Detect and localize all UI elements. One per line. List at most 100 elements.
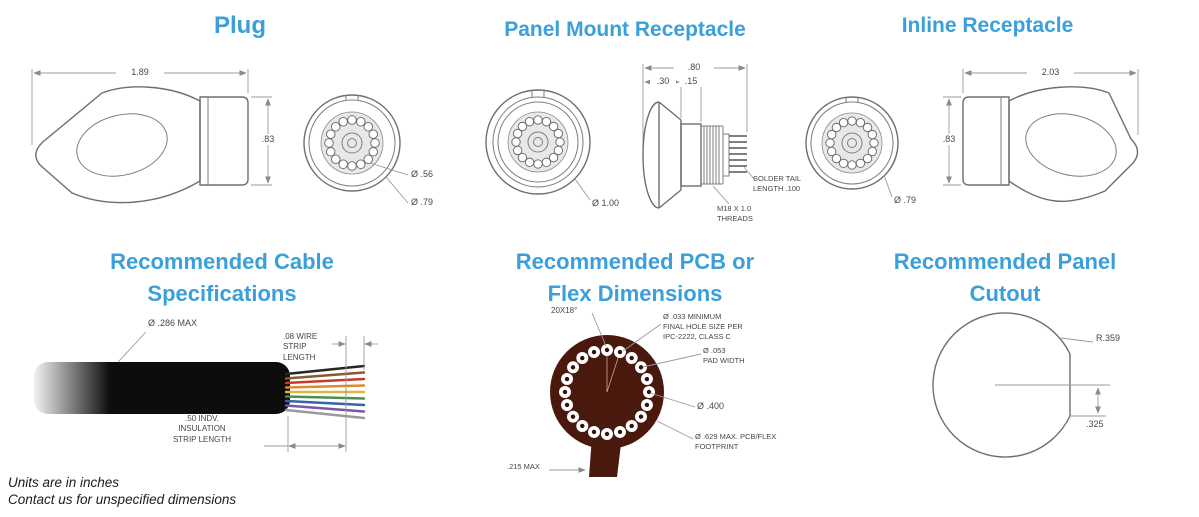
plug-center-pin (347, 138, 357, 148)
leader-pin-circle (369, 162, 409, 176)
panel-mount-title: Panel Mount Receptacle (504, 18, 746, 41)
inline-body-outline (1008, 86, 1139, 202)
plug-side-view: 1.89 .83 (10, 55, 290, 210)
receptacle-key-notch (531, 90, 545, 98)
plug-center-ring (341, 132, 363, 154)
pcb-radial-lines (606, 350, 621, 393)
dim-inline-height: .83 (937, 134, 961, 146)
inline-side-view-svg (943, 69, 1139, 202)
leader-bolt-circle (649, 392, 696, 408)
receptacle-center-ring (527, 131, 549, 153)
dim-pcb-tail-width: .215 MAX (507, 462, 540, 471)
cable-drawing: Ø .286 MAX .08 WIRE STRIP LENGTH .50 IND… (30, 310, 380, 470)
wire-strip-dimension (332, 336, 378, 452)
plug-pin-ring (324, 115, 380, 171)
label-pcb-pad-width: Ø .053 PAD WIDTH (703, 346, 745, 365)
receptacle-center-pin (533, 137, 543, 147)
cable-title: Recommended Cable Specifications (110, 249, 334, 306)
label-insulation-strip-length: .50 INDV. INSULATION STRIP LENGTH (172, 414, 232, 444)
flange-dome (642, 101, 660, 209)
flat-dimension (1070, 387, 1106, 417)
inline-title: Inline Receptacle (901, 14, 1074, 37)
dim-cutout-radius: R.359 (1096, 333, 1121, 343)
dim-inline-front-dia: Ø .79 (894, 195, 917, 205)
pcb-tail (589, 436, 622, 477)
leader-footprint (656, 420, 694, 440)
pcb-hole-ring (562, 347, 652, 437)
panel-mount-front-view-svg (485, 89, 591, 201)
receptacle-circle-3 (497, 101, 579, 183)
units-note: Units are in inches (8, 475, 120, 490)
leader-pad-width (642, 353, 702, 368)
dim-body-length: .15 (680, 76, 702, 88)
pcb-drawing: 20X18° Ø .033 MINIMUM FINAL HOLE SIZE PE… (495, 300, 795, 480)
insulation-strip-dimension (264, 416, 346, 452)
plug-key-notch (345, 95, 359, 101)
plug-front-view-svg (303, 94, 409, 204)
inline-inner-circle (810, 101, 894, 185)
dim-flange-length: .30 (650, 76, 676, 88)
leader-solder-tail (742, 165, 756, 181)
inline-front-view-svg (805, 96, 899, 198)
leader-front-dia (574, 178, 591, 201)
thread-section (701, 125, 724, 185)
panel-mount-side-view: .80 .30 .15 SOLDER TAIL LENGTH .100 M18 … (633, 50, 823, 235)
inline-barrel (962, 96, 1010, 186)
plug-title: Plug (214, 12, 266, 39)
dim-plug-outer-dia: Ø .79 (411, 197, 434, 207)
inline-length-dimension (962, 69, 1139, 135)
plug-grip-oval (76, 113, 168, 177)
cutout-d-shape (932, 312, 1071, 458)
inline-grip-oval (1025, 113, 1117, 177)
label-pcb-footprint: Ø .629 MAX. PCB/FLEX FOOTPRINT (695, 432, 777, 451)
leader-radius (1060, 337, 1094, 343)
panel-cutout-title: Recommended Panel Cutout (893, 249, 1117, 306)
leader-pattern (591, 312, 607, 347)
contact-note: Contact us for unspecified dimensions (8, 492, 237, 507)
wire-bundle (284, 364, 366, 420)
inline-outer-circle (805, 96, 899, 190)
plug-barrel (199, 96, 249, 186)
label-pcb-pattern: 20X18° (551, 306, 578, 315)
cable-fade (30, 352, 110, 422)
dim-cutout-flat: .325 (1086, 419, 1104, 429)
plug-length-dimension (31, 69, 249, 145)
dim-pcb-bolt-circle: Ø .400 (697, 401, 725, 411)
leader-hole-size (622, 323, 662, 352)
pcb-drawing-svg (549, 312, 702, 477)
cable-drawing-svg (30, 331, 378, 452)
receptacle-flange-circle (485, 89, 591, 195)
panel-mount-side-view-svg (642, 64, 756, 209)
inline-side-view: 2.03 .83 (935, 55, 1150, 210)
receptacle-pin-ring (511, 115, 565, 169)
panel-cutout-drawing: R.359 .325 (920, 305, 1155, 465)
pcb-title: Recommended PCB or Flex Dimensions (515, 249, 755, 306)
solder-tails (729, 135, 747, 173)
dim-panel-mount-front-dia: Ø 1.00 (592, 198, 620, 208)
inline-front-view: Ø .79 (800, 85, 960, 225)
inline-center-pin (847, 138, 857, 148)
plug-outer-circle (303, 94, 401, 192)
flange-cone (658, 101, 682, 209)
plug-side-view-svg (31, 69, 272, 204)
receptacle-body (680, 123, 702, 187)
dim-inline-length: 2.03 (1027, 67, 1074, 79)
receptacle-circle-2 (492, 96, 584, 188)
dim-cable-jacket: Ø .286 MAX (148, 318, 198, 328)
plug-front-view: Ø .56 Ø .79 (295, 85, 465, 225)
leader-jacket-dia (117, 331, 147, 363)
tail-base (722, 133, 730, 177)
dim-plug-length: 1.89 (116, 67, 164, 79)
inline-key-notch (845, 97, 859, 103)
inline-pin-ring (825, 116, 879, 170)
label-pcb-hole-size: Ø .033 MINIMUM FINAL HOLE SIZE PER IPC-2… (663, 312, 743, 341)
inline-center-ring (841, 132, 863, 154)
dim-overall-length: .80 (674, 62, 714, 74)
plug-body-outline (35, 86, 201, 204)
dim-plug-height: .83 (256, 134, 280, 146)
label-wire-strip-length: .08 WIRE STRIP LENGTH (283, 332, 318, 362)
plug-inner-circle (308, 99, 396, 187)
panel-mount-front-view: Ø 1.00 (478, 80, 663, 225)
label-solder-tail-length: SOLDER TAIL LENGTH .100 (753, 174, 802, 193)
